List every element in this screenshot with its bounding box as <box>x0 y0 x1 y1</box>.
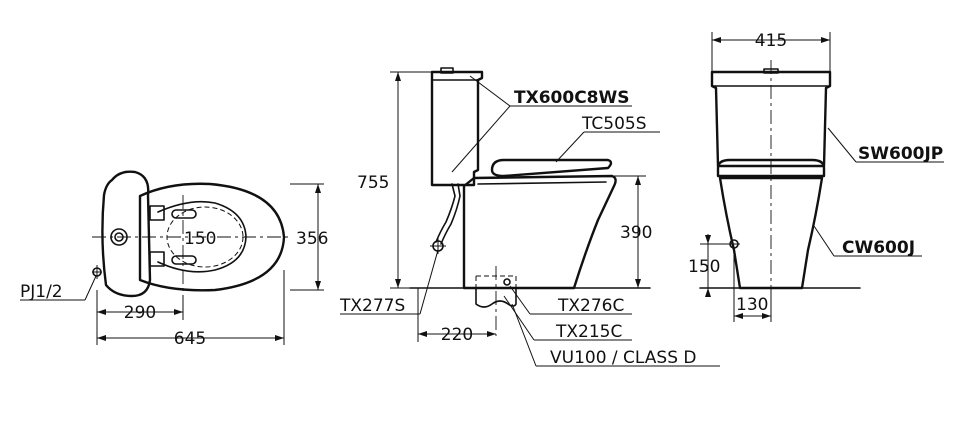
side-outlet-pipe <box>475 287 517 308</box>
plan-hinge-bottom <box>149 251 165 267</box>
plan-fixing-top <box>171 209 197 219</box>
front-tank-label: SW600JP <box>858 144 943 164</box>
side-view: 755 390 220 TX600C8WS TC505S TX277S TX27… <box>339 67 720 368</box>
side-bowl-outline <box>462 174 617 290</box>
side-tank-button <box>440 67 454 74</box>
front-valve-height-dim: 150 <box>688 257 720 277</box>
side-seat-label: TC505S <box>581 114 647 134</box>
side-flange-label: TX276C <box>557 296 624 316</box>
side-tank-outline <box>430 70 484 187</box>
plan-view: PJ1/2 356 150 290 645 <box>20 170 328 349</box>
side-seat-lid <box>490 158 613 178</box>
side-outlet-dim: 220 <box>441 325 473 345</box>
side-class-label: VU100 / CLASS D <box>550 348 697 368</box>
side-hose-label: TX277S <box>339 296 405 316</box>
plan-valve-leader <box>84 275 97 301</box>
side-seat-height-dim: 390 <box>620 223 652 243</box>
side-hose <box>435 183 456 243</box>
front-width-dim: 415 <box>755 31 787 51</box>
plan-bowl-outline <box>138 182 286 292</box>
plan-tank-outline <box>101 170 152 298</box>
plan-fixing-bottom <box>171 255 197 265</box>
plan-outlet-dim: 290 <box>124 303 156 323</box>
front-view: 415 150 130 SW600JP CW600J <box>688 31 944 322</box>
front-bowl-outline <box>718 176 824 290</box>
side-height-dim: 755 <box>357 173 389 193</box>
front-seat <box>716 158 826 178</box>
side-tank-label: TX600C8WS <box>514 88 630 108</box>
plan-valve-label: PJ1/2 <box>20 282 63 302</box>
front-bowl-label: CW600J <box>842 238 915 258</box>
plan-hinge-top <box>149 205 165 221</box>
plan-depth-dim: 645 <box>174 329 206 349</box>
side-pipe-label: TX215C <box>555 322 622 342</box>
front-valve-offset-dim: 130 <box>736 295 768 315</box>
plan-fixing-dim: 150 <box>184 229 216 249</box>
plan-width-dim: 356 <box>296 229 328 249</box>
